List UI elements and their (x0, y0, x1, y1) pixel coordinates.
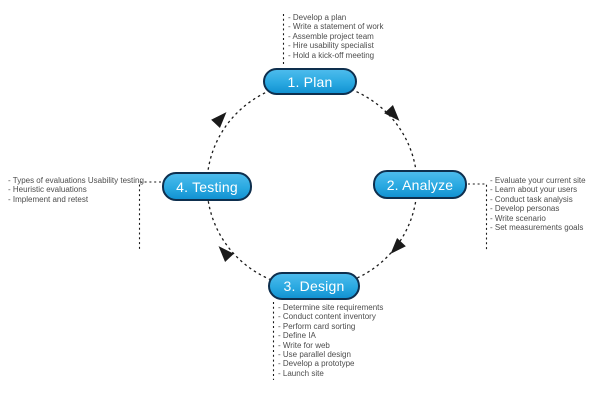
connector-analyze-tasks (468, 183, 488, 250)
task-list-analyze: - Evaluate your current site- Learn abou… (490, 176, 586, 232)
node-plan: 1. Plan (263, 68, 357, 95)
task-list-testing: - Types of evaluations Usability testing… (8, 176, 144, 204)
task-item: - Write scenario (490, 213, 546, 223)
task-item: - Define IA (278, 331, 316, 341)
arrowhead-plan-to-analyze-icon (384, 105, 400, 121)
task-item: - Hold a kick-off meeting (288, 50, 375, 60)
connector-testing-tasks (138, 181, 161, 251)
task-item: - Use parallel design (278, 350, 351, 360)
task-item: - Learn about your users (490, 185, 578, 195)
task-item: - Heuristic evaluations (8, 185, 87, 195)
task-list-plan: - Develop a plan- Write a statement of w… (288, 13, 383, 60)
task-item: - Implement and retest (8, 194, 89, 204)
task-item: - Determine site requirements (278, 303, 384, 312)
arrowhead-design-to-testing-icon (218, 246, 234, 262)
task-list-design: - Determine site requirements- Conduct c… (278, 303, 383, 378)
task-item: - Hire usability specialist (288, 41, 374, 51)
node-design: 3. Design (268, 272, 360, 300)
task-item: - Develop a plan (288, 13, 347, 22)
task-item: - Conduct content inventory (278, 312, 376, 322)
task-item: - Launch site (278, 368, 324, 378)
arrowhead-analyze-to-design-icon (390, 238, 406, 254)
task-item: - Set measurements goals (490, 223, 584, 233)
node-analyze: 2. Analyze (373, 170, 467, 199)
task-item: - Types of evaluations Usability testing (8, 176, 144, 185)
task-item: - Develop personas (490, 204, 560, 214)
task-item: - Write for web (278, 340, 330, 350)
arrowhead-testing-to-plan-icon (211, 112, 227, 128)
task-item: - Conduct task analysis (490, 194, 573, 204)
task-item: - Perform card sorting (278, 321, 356, 331)
task-item: - Write a statement of work (288, 22, 384, 32)
task-item: - Assemble project team (288, 31, 374, 41)
task-item: - Develop a prototype (278, 359, 355, 369)
task-item: - Evaluate your current site (490, 176, 586, 185)
node-testing: 4. Testing (162, 172, 252, 201)
